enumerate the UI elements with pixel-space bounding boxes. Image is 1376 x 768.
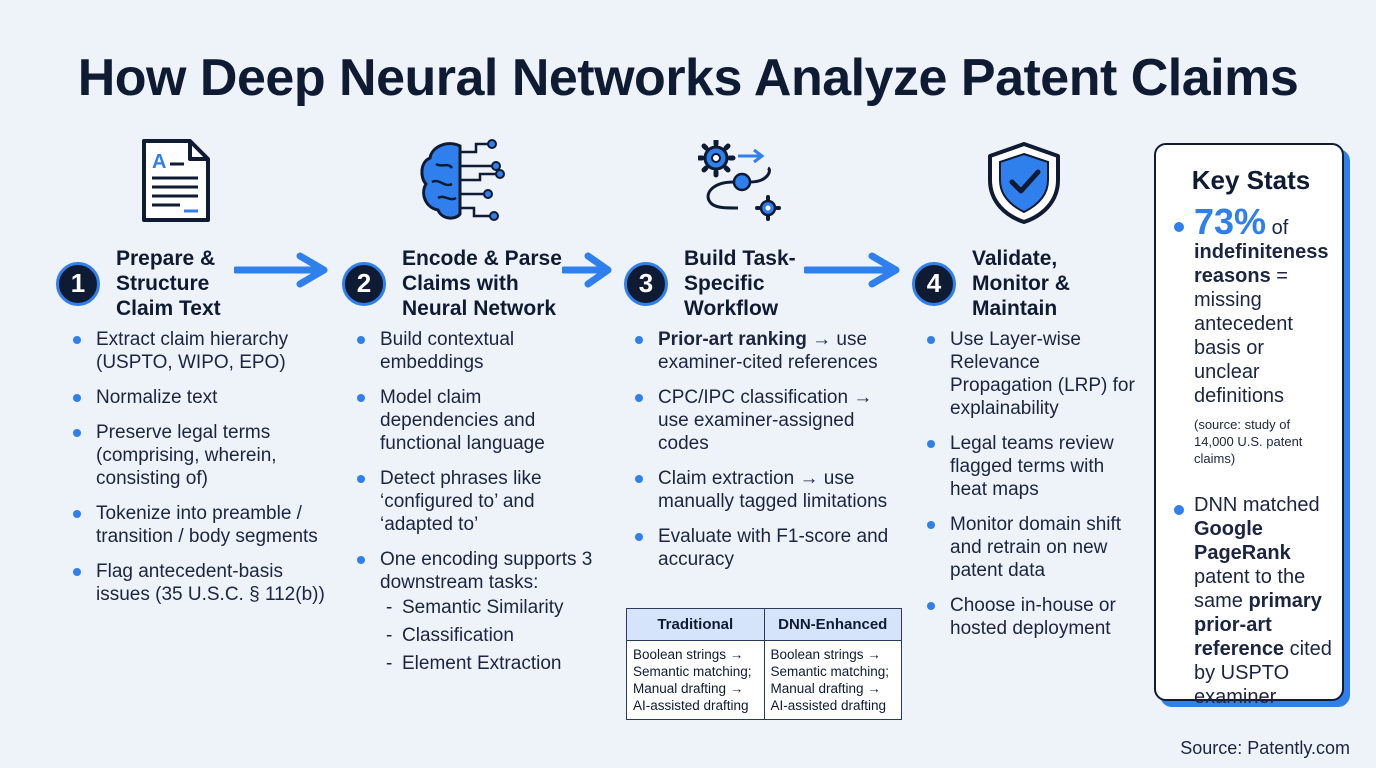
- sub-list: Semantic Similarity Classification Eleme…: [380, 596, 600, 675]
- step-2-badge: 2: [342, 261, 386, 306]
- table-cell: Boolean strings → Semantic matching; Man…: [763, 640, 902, 720]
- step-3-badge: 3: [624, 261, 668, 306]
- stat-percentage: 73%: [1194, 201, 1267, 242]
- stat-source-note: (source: study of 14,000 U.S. patent cla…: [1194, 417, 1303, 466]
- list-item: One encoding supports 3 downstream tasks…: [354, 548, 600, 675]
- stat-item: DNN matched Google PageRank patent to th…: [1170, 493, 1332, 709]
- step-1-title: Prepare & Structure Claim Text: [116, 247, 221, 320]
- table-header: Traditional: [626, 608, 765, 641]
- list-item: Evaluate with F1-score and accuracy: [632, 525, 898, 571]
- step-4-badge: 4: [912, 261, 956, 306]
- arrow-right-icon: [804, 252, 900, 288]
- step-2-title: Encode & Parse Claims with Neural Networ…: [402, 247, 562, 320]
- source-credit: Source: Patently.com: [1180, 738, 1350, 758]
- step-2-bullets: Build contextual embeddings Model claim …: [354, 328, 600, 687]
- list-item: Flag antecedent-basis issues (35 U.S.C. …: [70, 560, 332, 606]
- list-item: Normalize text: [70, 386, 332, 409]
- list-item: Preserve legal terms (comprising, wherei…: [70, 421, 332, 490]
- list-item: Choose in-house or hosted deployment: [924, 594, 1146, 640]
- sub-list-item: Element Extraction: [380, 652, 600, 675]
- svg-text:A: A: [152, 151, 166, 173]
- table-header: DNN-Enhanced: [763, 608, 902, 641]
- page-title: How Deep Neural Networks Analyze Patent …: [77, 49, 1299, 107]
- comparison-table: Traditional DNN-Enhanced Boolean strings…: [626, 608, 902, 720]
- step-2-header: 2 Encode & Parse Claims with Neural Netw…: [342, 246, 562, 321]
- step-1-header: 1 Prepare & Structure Claim Text: [56, 246, 221, 321]
- list-item: Detect phrases like ‘configured to’ and …: [354, 467, 600, 536]
- step-1-bullets: Extract claim hierarchy (USPTO, WIPO, EP…: [70, 328, 332, 618]
- list-item: Build contextual embeddings: [354, 328, 600, 374]
- sub-list-item: Classification: [380, 624, 600, 647]
- sub-list-item: Semantic Similarity: [380, 596, 600, 619]
- list-item: Prior-art ranking → use examiner-cited r…: [632, 328, 898, 374]
- step-4-title: Validate, Monitor & Maintain: [972, 247, 1070, 320]
- key-stats-panel: Key Stats 73% of indefiniteness reasons …: [1154, 143, 1344, 708]
- list-item: Tokenize into preamble / transition / bo…: [70, 502, 332, 548]
- step-3-header: 3 Build Task- Specific Workflow: [624, 246, 796, 321]
- table-row: Boolean strings → Semantic matching; Man…: [626, 640, 902, 720]
- list-item: Extract claim hierarchy (USPTO, WIPO, EP…: [70, 328, 332, 374]
- shield-check-icon: [988, 142, 1060, 224]
- step-4-header: 4 Validate, Monitor & Maintain: [912, 246, 1070, 321]
- list-item: Monitor domain shift and retrain on new …: [924, 513, 1146, 582]
- list-item: Claim extraction → use manually tagged l…: [632, 467, 898, 513]
- step-3-title: Build Task- Specific Workflow: [684, 247, 796, 320]
- list-item: Use Layer-wise Relevance Propagation (LR…: [924, 328, 1146, 420]
- neural-brain-icon: [420, 139, 505, 221]
- document-icon: A: [142, 139, 210, 222]
- arrow-right-icon: [234, 252, 328, 288]
- key-stats-title: Key Stats: [1191, 165, 1311, 195]
- step-1-badge: 1: [56, 261, 100, 306]
- step-3-bullets: Prior-art ranking → use examiner-cited r…: [632, 328, 898, 583]
- list-item-text: One encoding supports 3 downstream tasks…: [380, 549, 593, 593]
- gear-workflow-icon: [698, 140, 781, 221]
- list-item: Legal teams review flagged terms with he…: [924, 432, 1146, 501]
- table-cell: Boolean strings → Semantic matching; Man…: [626, 640, 765, 720]
- stat-item: 73% of indefiniteness reasons = missing …: [1170, 204, 1332, 467]
- list-item: Model claim dependencies and functional …: [354, 386, 600, 455]
- arrow-right-icon: [562, 252, 612, 288]
- step-4-bullets: Use Layer-wise Relevance Propagation (LR…: [924, 328, 1146, 652]
- list-item: CPC/IPC classification → use examiner-as…: [632, 386, 898, 455]
